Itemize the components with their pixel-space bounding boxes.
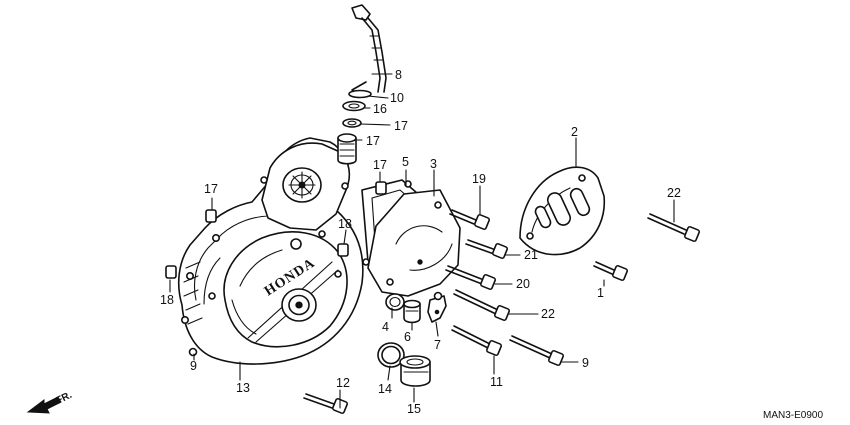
- callout-label-9-mid: 11: [490, 375, 503, 389]
- part-8-clamp: [427, 291, 447, 323]
- callout-label-10: 6: [404, 330, 411, 344]
- callout-label-19: 1: [597, 286, 604, 300]
- leader-lines: [169, 73, 675, 409]
- callout-label-1: 13: [236, 381, 250, 395]
- callout-label-15: 4: [382, 320, 389, 334]
- part-7-clip: [348, 81, 372, 99]
- part-11-cap: [399, 355, 431, 387]
- diagram-code: MAN3-E0900: [763, 410, 823, 421]
- callout-labels: 8 10 16 17 17 5 3 2 17 19 17 22 18 21 20…: [160, 68, 681, 416]
- callout-label-2: 2: [571, 125, 578, 139]
- part-15-o-ring: [385, 293, 405, 311]
- callout-label-18-top: 19: [472, 172, 486, 186]
- part-1-crankcase-cover: HONDA: [177, 137, 364, 365]
- bolts: [303, 209, 701, 415]
- callout-label-20: 21: [524, 248, 538, 262]
- callout-label-12: 16: [373, 102, 387, 116]
- callout-label-16: 14: [378, 382, 392, 396]
- callout-label-3: 3: [430, 157, 437, 171]
- part-14-o-ring: [342, 118, 362, 128]
- callout-label-17-left-top: 17: [204, 182, 218, 196]
- callout-label-9-bottom: 12: [336, 376, 350, 390]
- callout-label-22-top: 22: [541, 307, 555, 321]
- callout-label-18-mid: 20: [516, 277, 530, 291]
- callout-label-17-top: 17: [373, 158, 387, 172]
- part-17-dowel-pin: [165, 181, 387, 279]
- callout-label-5: 9: [190, 359, 197, 373]
- callout-label-11: 15: [407, 402, 421, 416]
- callout-label-8: 7: [434, 338, 441, 352]
- part-2-sprocket-cover: [519, 166, 606, 256]
- part-3-cover: [367, 189, 461, 297]
- callout-label-4: 5: [402, 155, 409, 169]
- callout-label-14: 17: [394, 119, 408, 133]
- callout-label-17-left: 18: [160, 293, 174, 307]
- part-6-cable: [351, 4, 387, 93]
- callout-label-7: 10: [390, 91, 404, 105]
- front-direction-indicator: FR.: [26, 390, 74, 414]
- front-arrow-icon: [26, 396, 62, 414]
- part-12-washer: [342, 100, 366, 112]
- callout-label-13: 17: [366, 134, 380, 148]
- part-16-o-ring: [377, 342, 405, 368]
- callout-label-22-bottom: 9: [582, 356, 589, 370]
- callout-label-6: 8: [395, 68, 402, 82]
- callout-label-21: 22: [667, 186, 681, 200]
- part-13-gear: [337, 133, 357, 165]
- front-label: FR.: [54, 390, 73, 407]
- part-10-plug: [403, 299, 421, 324]
- callout-label-17-mid: 18: [338, 217, 352, 231]
